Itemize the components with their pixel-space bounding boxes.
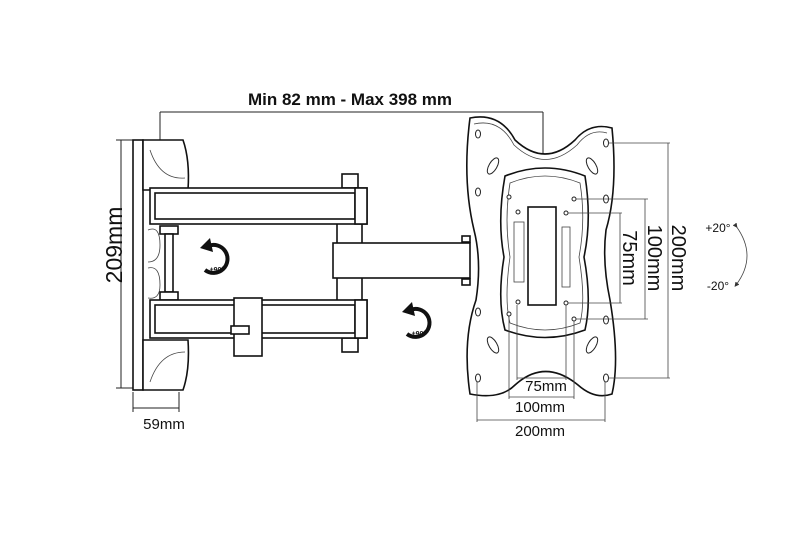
vesa-width-100-label: 100mm bbox=[515, 399, 565, 416]
wall-plate: 209mm 59mm bbox=[101, 139, 190, 433]
swing-arms bbox=[149, 173, 471, 357]
vesa-width-75-label: 75mm bbox=[525, 378, 567, 395]
vesa-height-75-label: 75mm bbox=[618, 230, 640, 286]
vesa-height-200-label: 200mm bbox=[667, 225, 689, 292]
wall-height-label: 209mm bbox=[101, 207, 127, 284]
head-rotation-icon: ±90° bbox=[402, 302, 432, 339]
vesa-plate bbox=[466, 116, 617, 397]
tilt-indicator: +20° -20° bbox=[705, 221, 748, 293]
vesa-horizontal-dimensions: 75mm 100mm 200mm bbox=[476, 305, 606, 440]
vesa-vertical-dimensions: 200mm 100mm 75mm bbox=[568, 142, 689, 379]
head-rotation-label: ±90° bbox=[412, 330, 427, 338]
arm-rotation-icon: ±90° bbox=[200, 238, 230, 275]
tilt-down-label: -20° bbox=[707, 279, 729, 293]
vesa-width-200-label: 200mm bbox=[515, 423, 565, 440]
arm-rotation-label: ±90° bbox=[210, 266, 225, 274]
tilt-up-label: +20° bbox=[705, 221, 730, 235]
extension-label: Min 82 mm - Max 398 mm bbox=[248, 90, 452, 109]
vesa-height-100-label: 100mm bbox=[643, 225, 665, 292]
wall-depth-label: 59mm bbox=[143, 416, 185, 433]
extension-dimension: Min 82 mm - Max 398 mm bbox=[159, 90, 544, 158]
